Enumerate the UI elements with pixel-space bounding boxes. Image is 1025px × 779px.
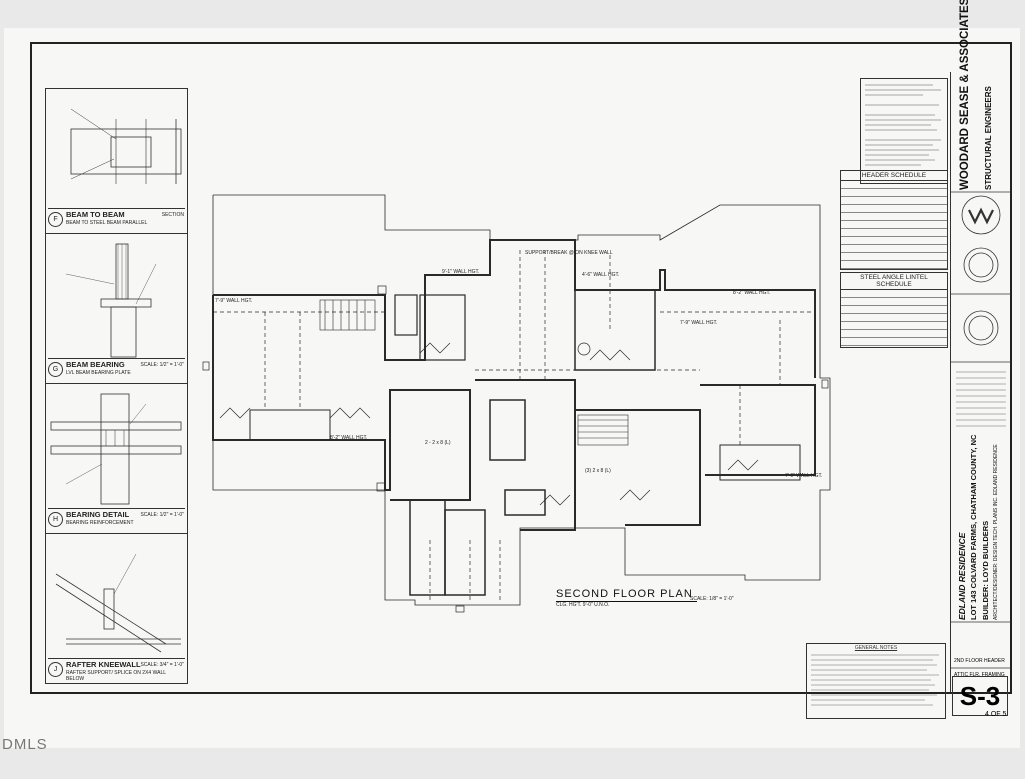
detail-subtitle: RAFTER SUPPORT/ SPLICE ON 2X4 WALL BELOW	[66, 670, 166, 682]
details-column: F BEAM TO BEAM BEAM TO STEEL BEAM PARALL…	[45, 88, 188, 684]
header-schedule-title: HEADER SCHEDULE	[841, 171, 947, 181]
detail-beam-to-beam: F BEAM TO BEAM BEAM TO STEEL BEAM PARALL…	[46, 89, 187, 234]
watermark: DMLS	[2, 736, 48, 753]
title-block-grid	[951, 191, 1011, 669]
detail-bearing: H BEARING DETAIL BEARING REINFORCEMENT S…	[46, 384, 187, 534]
detail-label: J RAFTER KNEEWALL RAFTER SUPPORT/ SPLICE…	[48, 658, 185, 682]
wall-height-label: 4'-6" WALL HGT.	[582, 272, 620, 278]
project-name: EDLAND RESIDENCE	[957, 532, 967, 620]
rafter-kneewall-drawing	[55, 553, 181, 653]
bearing-detail-drawing	[50, 393, 182, 505]
detail-rafter-kneewall: J RAFTER KNEEWALL RAFTER SUPPORT/ SPLICE…	[46, 534, 187, 683]
sheet-count: 4 OF 5	[985, 711, 1007, 718]
detail-label: G BEAM BEARING LVL BEAM BEARING PLATE SC…	[48, 358, 185, 381]
support-label: SUPPORT/BREAK @ ON KNEE WALL	[525, 250, 613, 256]
header-label: 2 - 2 x 8 (L)	[425, 440, 451, 446]
plan-scale: SCALE: 1/8" = 1'-0"	[690, 596, 734, 602]
detail-letter: H	[48, 512, 63, 527]
detail-title: RAFTER KNEEWALL	[66, 660, 141, 669]
detail-title: BEARING DETAIL	[66, 510, 130, 519]
wall-height-label: 9'-1" WALL HGT.	[442, 269, 480, 275]
framing-notes-box	[860, 78, 948, 184]
beam-to-beam-drawing	[70, 108, 182, 184]
title-block: WOODARD SEASE & ASSOCIATES, PC STRUCTURA…	[950, 0, 1011, 692]
detail-subtitle: BEARING REINFORCEMENT	[66, 520, 134, 526]
detail-beam-bearing: G BEAM BEARING LVL BEAM BEARING PLATE SC…	[46, 234, 187, 384]
wall-height-label: 7'-9" WALL HGT.	[215, 298, 253, 304]
detail-scale: SCALE: 1/2" = 1'-0"	[140, 512, 184, 518]
detail-letter: G	[48, 362, 63, 377]
detail-scale: SCALE: 3/4" = 1'-0"	[140, 662, 184, 668]
plan-title: SECOND FLOOR PLAN	[556, 588, 697, 602]
firm-name: WOODARD SEASE & ASSOCIATES, PC	[959, 0, 971, 190]
detail-letter: F	[48, 212, 63, 227]
sheet-drawing-subtitle: ATTIC FLR. FRAMING	[954, 672, 1005, 678]
project-team: ARCHITECT/DESIGNER: DESIGN TECH. PLANS I…	[993, 444, 999, 620]
detail-subtitle: BEAM TO STEEL BEAM PARALLEL	[66, 220, 148, 226]
detail-scale: SECTION	[161, 212, 184, 218]
drawing-border	[30, 42, 1012, 694]
detail-subtitle: LVL BEAM BEARING PLATE	[66, 370, 131, 376]
sheet-drawing-title: 2ND FLOOR HEADER	[954, 658, 1005, 664]
project-builder: BUILDER: LOYD BUILDERS	[981, 520, 990, 620]
detail-label: F BEAM TO BEAM BEAM TO STEEL BEAM PARALL…	[48, 208, 185, 231]
detail-letter: J	[48, 662, 63, 677]
lintel-schedule-title: STEEL ANGLE LINTEL SCHEDULE	[841, 273, 947, 290]
firm-tagline: STRUCTURAL ENGINEERS	[984, 86, 993, 190]
wall-height-label: 7'-9" WALL HGT.	[680, 320, 718, 326]
detail-title: BEAM TO BEAM	[66, 210, 125, 219]
notes-text-lines	[865, 84, 941, 166]
wall-height-label: 7'-9" WALL HGT.	[785, 473, 823, 479]
wall-height-label: 8'-2" WALL HGT.	[330, 435, 368, 441]
wall-height-label: 8'-2" WALL HGT.	[733, 290, 771, 296]
plan-subtitle: CLG. HG'T. 9'-0" U.N.O.	[556, 602, 610, 608]
general-notes-lines	[811, 655, 939, 706]
beam-bearing-drawing	[65, 243, 157, 358]
detail-title: BEAM BEARING	[66, 360, 125, 369]
header-label: (3) 2 x 8 (L)	[585, 468, 611, 474]
general-notes-box: GENERAL NOTES	[806, 643, 946, 719]
detail-scale: SCALE: 1/2" = 1'-0"	[140, 362, 184, 368]
header-schedule-table: HEADER SCHEDULE	[840, 170, 948, 270]
sheet-number: S-3	[952, 676, 1008, 716]
drawing-sheet	[4, 28, 1020, 748]
detail-label: H BEARING DETAIL BEARING REINFORCEMENT S…	[48, 508, 185, 531]
general-notes-title: GENERAL NOTES	[854, 645, 898, 651]
lintel-schedule-table: STEEL ANGLE LINTEL SCHEDULE	[840, 272, 948, 348]
project-lot: LOT 143 COLVARD FARMS, CHATHAM COUNTY, N…	[969, 434, 978, 620]
